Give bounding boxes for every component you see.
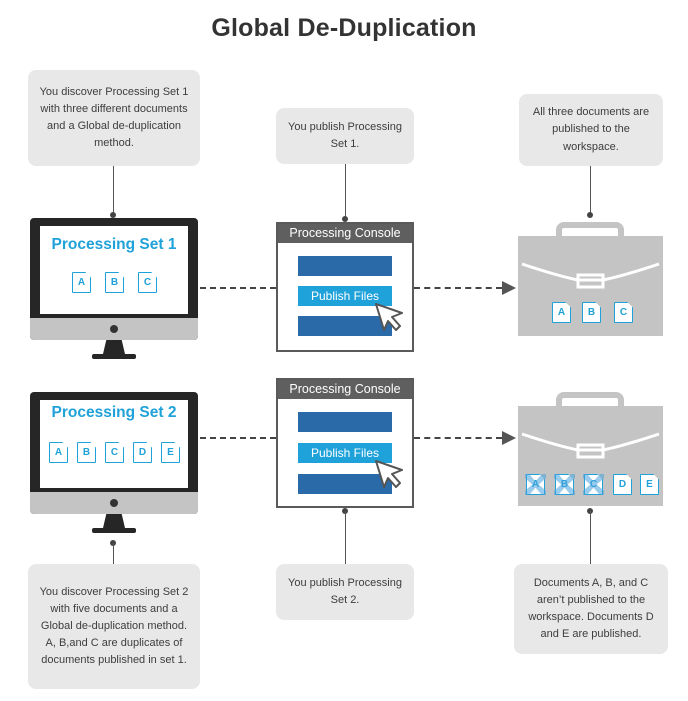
document-icon: C: [138, 272, 157, 293]
monitor-stand: [103, 340, 125, 354]
cursor-arrow-icon: [375, 460, 403, 488]
power-button-icon: [110, 499, 118, 507]
arrow-right-icon: [502, 431, 516, 445]
document-icon: C: [614, 302, 633, 323]
briefcase-strap-icon: [521, 262, 660, 289]
note-publish-set2: You publish Processing Set 2.: [276, 564, 414, 620]
console-title: Processing Console: [278, 224, 412, 243]
note-result-set2: Documents A, B, and C aren’t published t…: [514, 564, 668, 654]
document-icon: E: [640, 474, 659, 495]
blocked-x-icon: [554, 474, 575, 495]
connector-dot: [587, 212, 593, 218]
document-icon: B: [77, 442, 96, 463]
cursor-arrow-icon: [375, 303, 403, 331]
publish-files-button[interactable]: Publish Files: [298, 286, 392, 306]
console-bar: [298, 316, 392, 336]
connector-line: [345, 164, 347, 220]
monitor-base: [92, 528, 136, 533]
note-published-all: All three documents are published to the…: [519, 94, 663, 166]
flow-dashed-line: [200, 437, 276, 439]
document-icon: D: [133, 442, 152, 463]
connector-line: [590, 511, 592, 564]
note-discover-set2: You discover Processing Set 2 with five …: [28, 564, 200, 689]
document-icon: A: [72, 272, 91, 293]
connector-line: [113, 543, 115, 564]
connector-dot: [342, 216, 348, 222]
console-title: Processing Console: [278, 380, 412, 399]
document-icon: E: [161, 442, 180, 463]
document-icon: B: [105, 272, 124, 293]
flow-dashed-line: [414, 437, 502, 439]
blocked-x-icon: [583, 474, 604, 495]
connector-line: [345, 511, 347, 564]
document-icon: B: [582, 302, 601, 323]
connector-line: [590, 166, 592, 216]
briefcase-handle: [556, 392, 624, 410]
power-button-icon: [110, 325, 118, 333]
processing-set-label: Processing Set 1: [51, 236, 177, 253]
note-discover-set1: You discover Processing Set 1 with three…: [28, 70, 200, 166]
console-bar: [298, 474, 392, 494]
document-icon: A: [49, 442, 68, 463]
connector-line: [113, 166, 115, 216]
monitor-stand: [103, 514, 125, 528]
console-bar: [298, 412, 392, 432]
publish-files-button[interactable]: Publish Files: [298, 443, 392, 463]
console-bar: [298, 256, 392, 276]
document-icon: A: [552, 302, 571, 323]
briefcase-handle: [556, 222, 624, 240]
flow-dashed-line: [414, 287, 502, 289]
monitor-screen: [40, 226, 188, 314]
connector-dot: [110, 212, 116, 218]
blocked-x-icon: [525, 474, 546, 495]
arrow-right-icon: [502, 281, 516, 295]
flow-dashed-line: [200, 287, 276, 289]
document-icon: D: [613, 474, 632, 495]
monitor-base: [92, 354, 136, 359]
processing-set-label: Processing Set 2: [51, 404, 177, 421]
note-publish-set1: You publish Processing Set 1.: [276, 108, 414, 164]
page-title: Global De-Duplication: [211, 14, 477, 42]
briefcase-strap-icon: [521, 432, 660, 459]
document-icon: C: [105, 442, 124, 463]
